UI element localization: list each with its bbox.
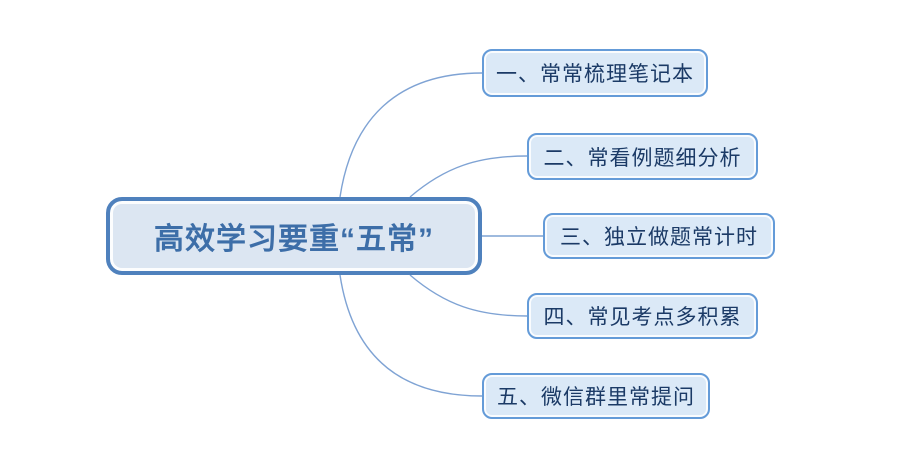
connector-line-branch-1 <box>339 72 483 198</box>
branch-node-label: 二、常看例题细分析 <box>543 146 742 170</box>
branch-node-3[interactable]: 三、独立做题常计时 <box>543 213 775 259</box>
root-node[interactable]: 高效学习要重“五常” <box>106 197 482 275</box>
branch-node-2[interactable]: 二、常看例题细分析 <box>527 133 758 180</box>
branch-node-4[interactable]: 四、常见考点多积累 <box>527 293 758 339</box>
branch-node-label: 三、独立做题常计时 <box>560 226 758 249</box>
connector-line-branch-4 <box>409 274 528 317</box>
branch-node-5[interactable]: 五、微信群里常提问 <box>482 373 710 419</box>
branch-node-label: 四、常见考点多积累 <box>543 306 742 329</box>
connector-line-branch-5 <box>339 274 483 397</box>
connector-line-branch-2 <box>409 155 528 198</box>
branch-node-1[interactable]: 一、常常梳理笔记本 <box>482 49 708 97</box>
branch-node-label: 五、微信群里常提问 <box>497 386 695 409</box>
branch-node-label: 一、常常梳理笔记本 <box>496 63 694 86</box>
root-node-label: 高效学习要重“五常” <box>154 223 434 256</box>
